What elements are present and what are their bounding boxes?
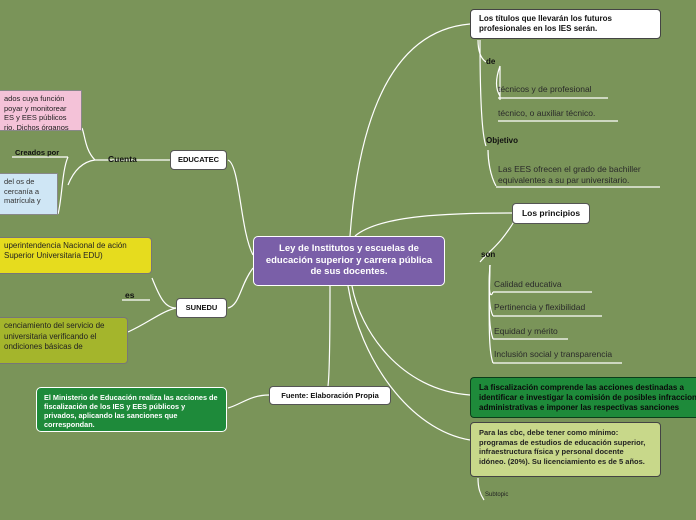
- objetivo-text[interactable]: Las EES ofrecen el grado de bachiller eq…: [498, 164, 641, 185]
- sunedu-yellow-text: uperintendencia Nacional de ación Superi…: [4, 241, 127, 260]
- objetivo-label: Objetivo: [486, 136, 519, 145]
- cbc-node[interactable]: Para las cbc, debe tener como mínimo: pr…: [470, 422, 661, 477]
- titulos-item-1[interactable]: técnicos y de profesional: [498, 84, 592, 94]
- fiscalizacion-node[interactable]: La fiscalización comprende las acciones …: [470, 377, 696, 418]
- educatec-node[interactable]: EDUCATEC: [170, 150, 227, 170]
- sunedu-title: SUNEDU: [185, 303, 218, 312]
- sunedu-node[interactable]: SUNEDU: [176, 298, 227, 318]
- principio-item-2[interactable]: Pertinencia y flexibilidad: [494, 302, 586, 312]
- principio-item-1[interactable]: Calidad educativa: [494, 279, 562, 289]
- principios-title: Los principios: [521, 208, 581, 218]
- son-label: son: [481, 250, 496, 259]
- principios-node[interactable]: Los principios: [512, 203, 590, 224]
- central-topic-text: Ley de Institutos y escuelas de educació…: [265, 243, 433, 277]
- ministerio-text: El Ministerio de Educación realiza las a…: [44, 393, 218, 429]
- educatec-blue-text: del os de cercanía a matrícula y: [4, 177, 41, 205]
- principio-item-3[interactable]: Equidad y mérito: [494, 326, 558, 336]
- creados-por-label: Creados por: [15, 148, 60, 157]
- sunedu-olive-text: cenciamiento del servicio de universitar…: [4, 321, 105, 351]
- titulos-node[interactable]: Los títulos que llevarán los futuros pro…: [470, 9, 661, 39]
- educatec-blue-node[interactable]: del os de cercanía a matrícula y: [0, 173, 58, 215]
- fiscalizacion-text: La fiscalización comprende las acciones …: [479, 383, 696, 412]
- educatec-pink-text: ados cuya función poyar y monitorear ES …: [4, 94, 69, 131]
- cuenta-label: Cuenta: [108, 154, 137, 164]
- titulos-title: Los títulos que llevarán los futuros pro…: [479, 14, 612, 33]
- sunedu-yellow-node[interactable]: uperintendencia Nacional de ación Superi…: [0, 237, 152, 274]
- ministerio-node[interactable]: El Ministerio de Educación realiza las a…: [36, 387, 227, 432]
- central-topic[interactable]: Ley de Institutos y escuelas de educació…: [253, 236, 445, 286]
- fuente-node[interactable]: Fuente: Elaboración Propia: [269, 386, 391, 405]
- es-label: es: [125, 290, 135, 300]
- principio-item-4[interactable]: Inclusión social y transparencia: [494, 349, 613, 359]
- cbc-text: Para las cbc, debe tener como mínimo: pr…: [479, 428, 646, 466]
- fuente-text: Fuente: Elaboración Propia: [281, 391, 379, 400]
- sunedu-olive-node[interactable]: cenciamiento del servicio de universitar…: [0, 317, 128, 364]
- titulos-item-2[interactable]: técnico, o auxiliar técnico.: [498, 108, 596, 118]
- educatec-pink-node[interactable]: ados cuya función poyar y monitorear ES …: [0, 90, 82, 131]
- educatec-title: EDUCATEC: [177, 155, 220, 164]
- subtopic-label[interactable]: Subtopic: [485, 492, 509, 498]
- de-label: de: [486, 57, 496, 66]
